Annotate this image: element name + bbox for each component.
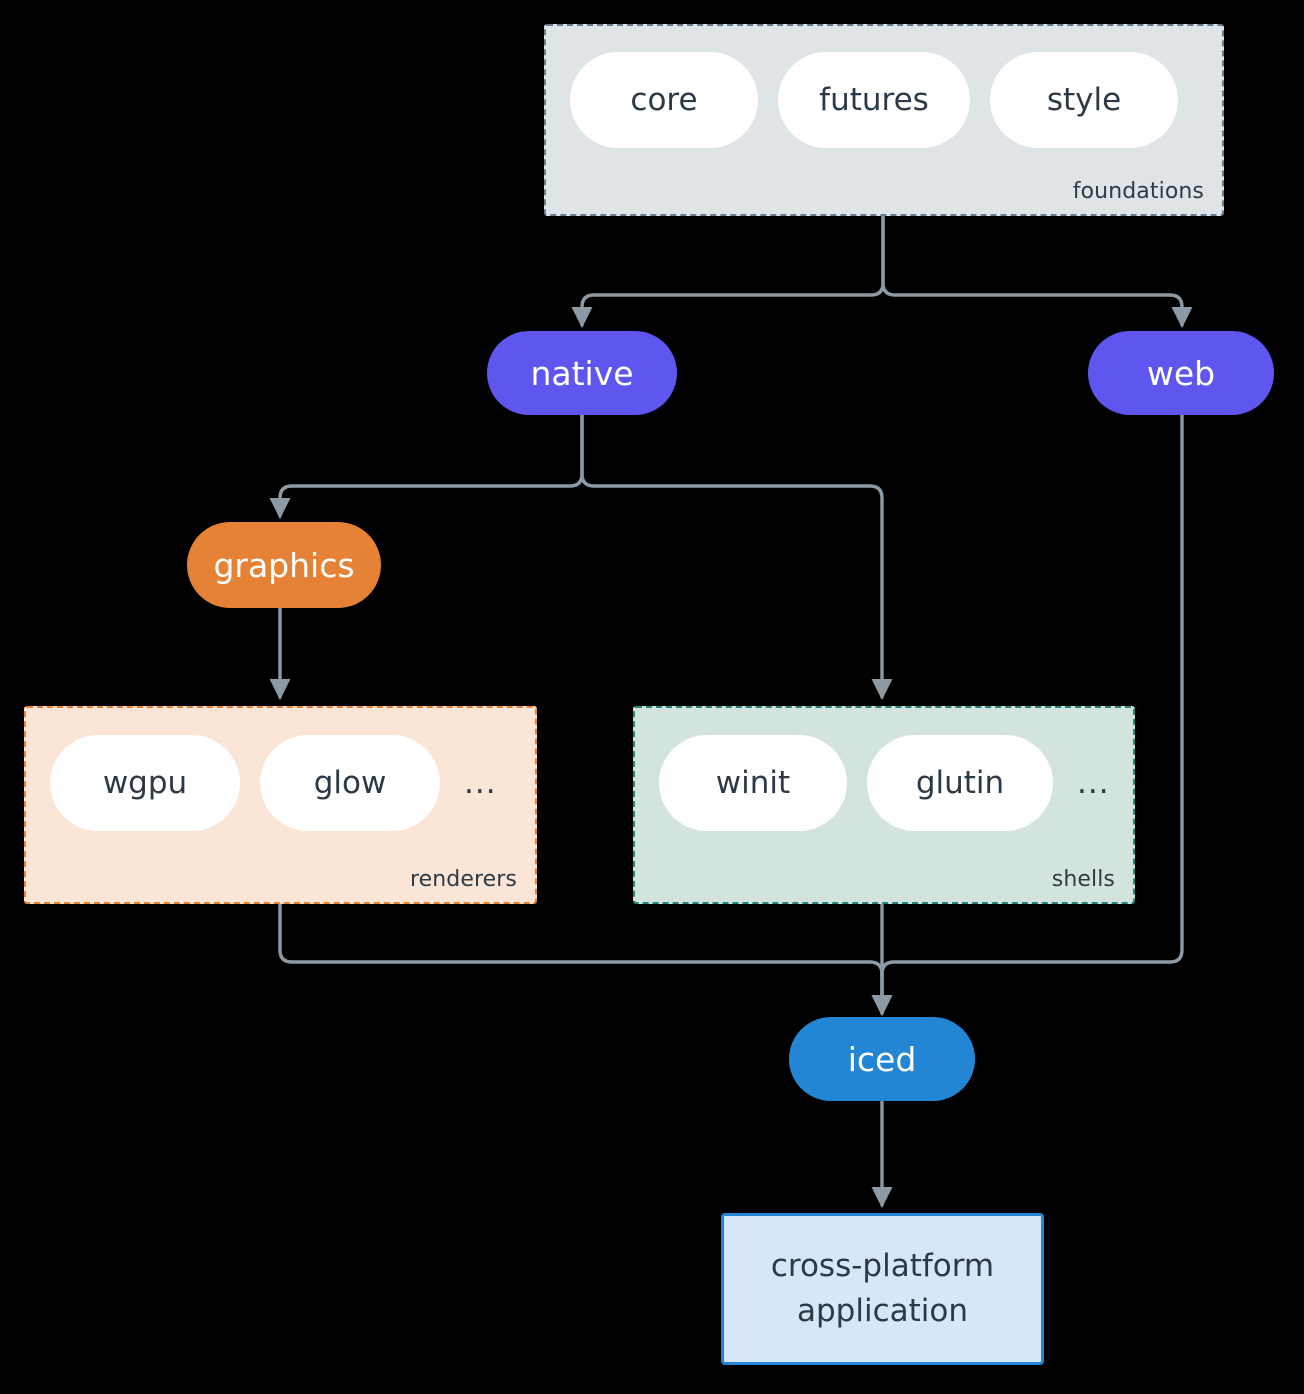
node-cross-platform-application[interactable]: cross-platform application — [721, 1213, 1044, 1365]
renderers-member-list: wgpu glow ... — [50, 735, 497, 831]
shells-member-winit[interactable]: winit — [659, 735, 847, 831]
group-renderers: wgpu glow ... renderers — [24, 706, 537, 904]
foundations-member-futures[interactable]: futures — [778, 52, 970, 148]
renderers-ellipsis: ... — [464, 764, 497, 801]
node-web[interactable]: web — [1088, 331, 1274, 415]
node-web-label: web — [1146, 353, 1216, 393]
application-label-line1: cross-platform — [770, 1248, 995, 1285]
edge-native-to-shells — [580, 412, 893, 700]
renderers-member-glow[interactable]: glow — [260, 735, 440, 831]
group-foundations: core futures style foundations — [544, 24, 1224, 216]
application-label-line2: application — [797, 1293, 968, 1329]
renderers-member-wgpu[interactable]: wgpu — [50, 735, 240, 831]
node-iced[interactable]: iced — [789, 1017, 975, 1101]
edge-web-to-iced — [871, 412, 1184, 1016]
node-graphics[interactable]: graphics — [187, 522, 381, 608]
shells-ellipsis: ... — [1077, 764, 1110, 801]
node-native-label: native — [530, 353, 634, 393]
shells-member-glutin[interactable]: glutin — [867, 735, 1053, 831]
foundations-member-style[interactable]: style — [990, 52, 1178, 148]
edge-renderers-to-iced — [278, 903, 893, 1016]
foundations-member-list: core futures style — [570, 52, 1178, 148]
shells-member-list: winit glutin ... — [659, 735, 1110, 831]
node-native[interactable]: native — [487, 331, 677, 415]
group-label-foundations: foundations — [1072, 179, 1204, 204]
node-iced-label: iced — [847, 1039, 917, 1079]
group-shells: winit glutin ... shells — [633, 706, 1135, 904]
edge-native-to-graphics — [269, 412, 584, 519]
group-label-shells: shells — [1051, 867, 1115, 892]
node-graphics-label: graphics — [213, 545, 355, 585]
edge-foundations-to-web — [881, 214, 1193, 328]
edge-foundations-to-native — [571, 214, 885, 328]
group-label-renderers: renderers — [409, 867, 517, 892]
foundations-member-core[interactable]: core — [570, 52, 758, 148]
